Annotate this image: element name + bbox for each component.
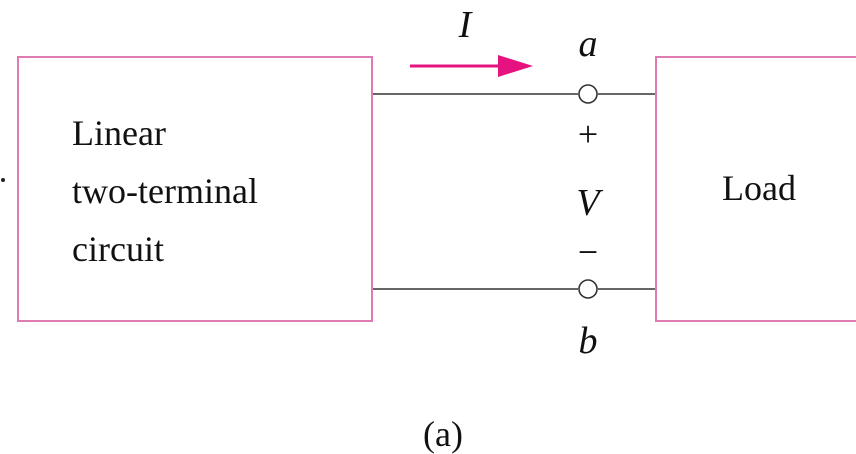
plus-sign: + <box>578 114 598 154</box>
terminal-a-node <box>578 84 598 104</box>
edge-dot <box>1 178 5 182</box>
load-box <box>655 56 856 322</box>
load-label: Load <box>722 168 796 208</box>
terminal-b-label: b <box>579 320 598 362</box>
terminal-b-node <box>578 279 598 299</box>
source-box-line-2: two-terminal <box>72 171 258 211</box>
voltage-label: V <box>576 182 603 224</box>
terminal-a-label: a <box>579 23 598 65</box>
source-box-line-1: Linear <box>72 113 166 153</box>
current-arrow-icon <box>410 55 533 77</box>
minus-sign: − <box>578 232 598 272</box>
current-label: I <box>458 4 474 46</box>
linear-circuit-box <box>17 56 373 322</box>
source-box-line-3: circuit <box>72 229 164 269</box>
caption: (a) <box>423 414 463 454</box>
